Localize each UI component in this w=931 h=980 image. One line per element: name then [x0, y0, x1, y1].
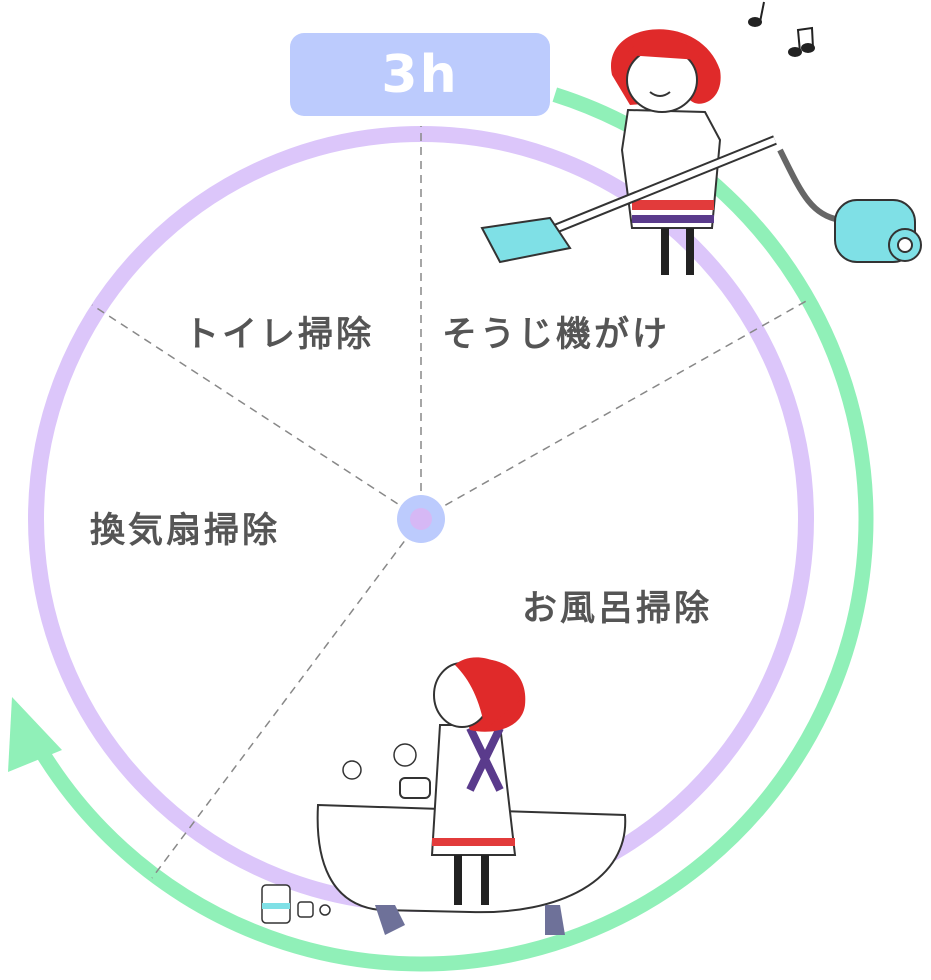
clockwise-arrow-icon — [37, 87, 874, 972]
music-notes-icon — [748, 1, 815, 57]
segment-dividers — [91, 126, 809, 879]
arrow-head — [8, 697, 62, 772]
segment-label-vacuum: そうじ機がけ — [442, 315, 671, 355]
segment-label-ventilation-fan: 換気扇掃除 — [90, 511, 281, 551]
segment-label-bath: お風呂掃除 — [522, 589, 713, 629]
woman-cleaning-bathtub-illustration — [261, 657, 627, 935]
woman-vacuuming-illustration — [480, 29, 922, 275]
segment-label-toilet: トイレ掃除 — [184, 315, 375, 355]
duration-badge: 3h — [290, 33, 550, 116]
